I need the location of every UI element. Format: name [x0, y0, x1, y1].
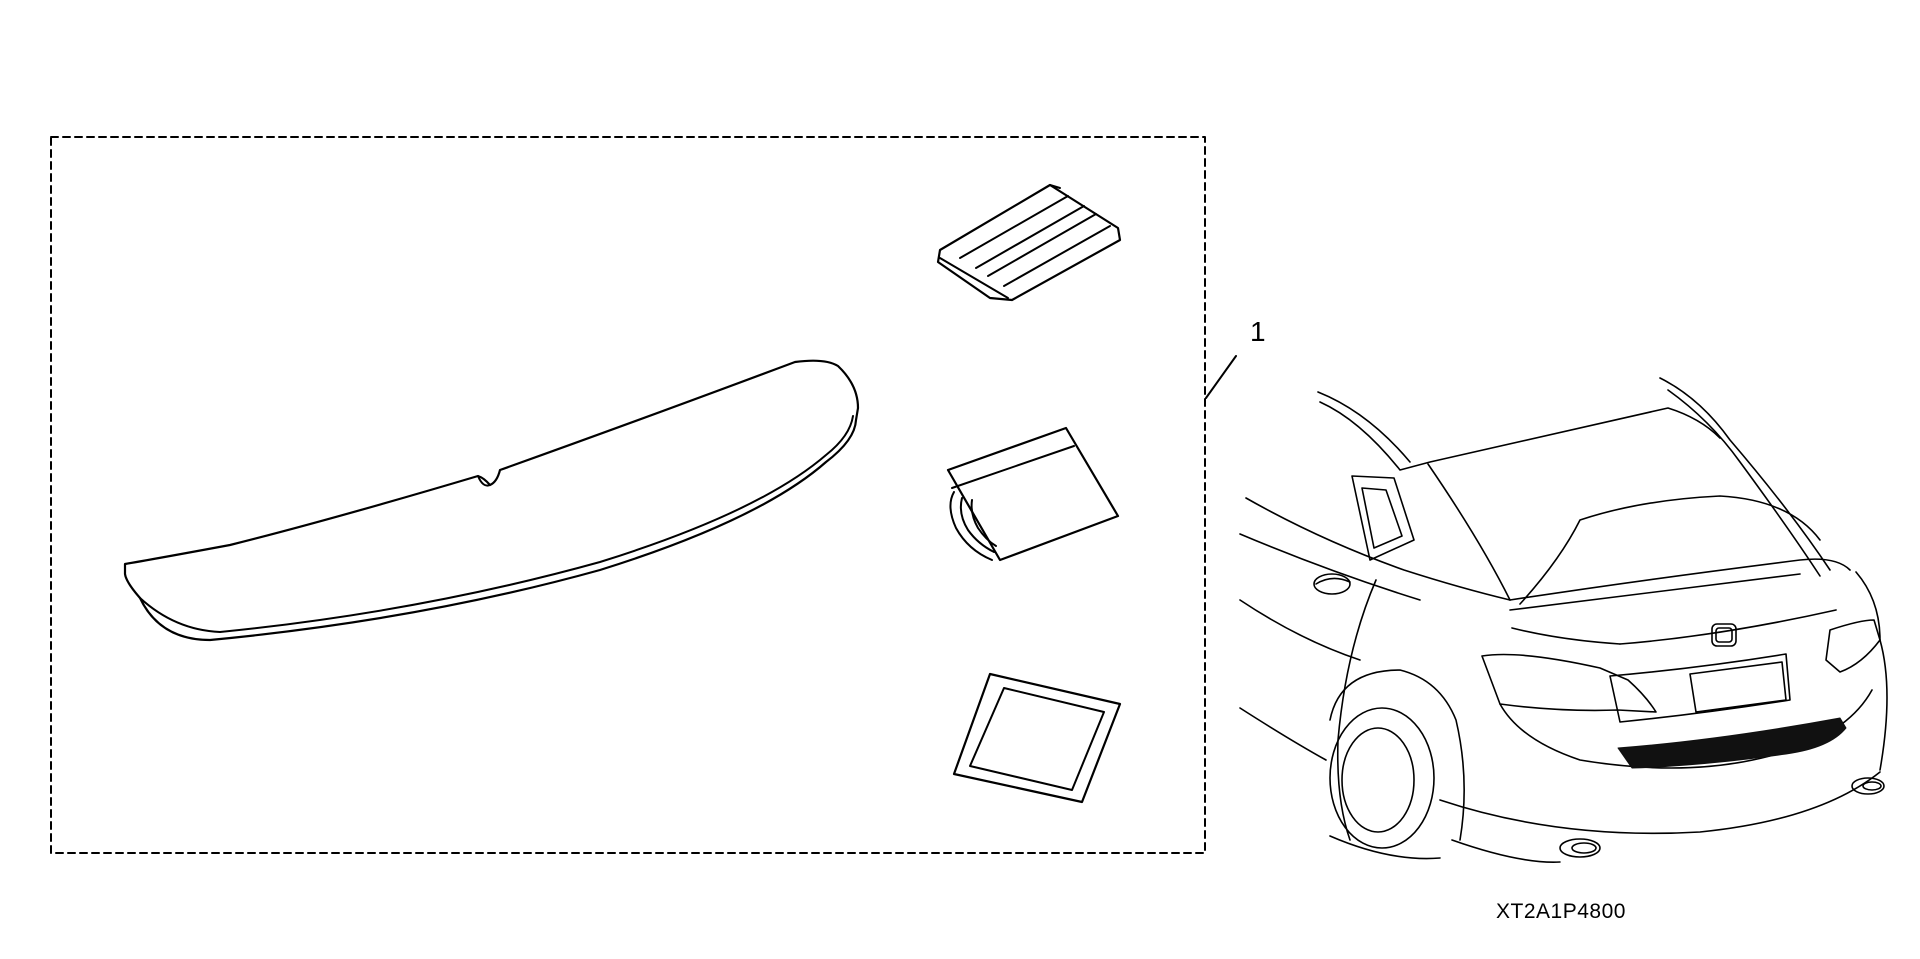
rear-bumper-garnish	[125, 361, 858, 640]
rear-bumper-garnish-installed	[1618, 718, 1846, 768]
sedan-rear-view-icon	[1240, 378, 1887, 862]
callout-number: 1	[1250, 316, 1266, 347]
cleaning-wipe-icon	[948, 428, 1118, 560]
diagram-code: XT2A1P4800	[1496, 900, 1626, 923]
kit-boundary-box	[51, 137, 1205, 853]
squeegee-icon	[938, 185, 1120, 300]
callout-leader-line	[1206, 356, 1236, 398]
adhesion-promoter-pad-icon	[954, 674, 1120, 802]
